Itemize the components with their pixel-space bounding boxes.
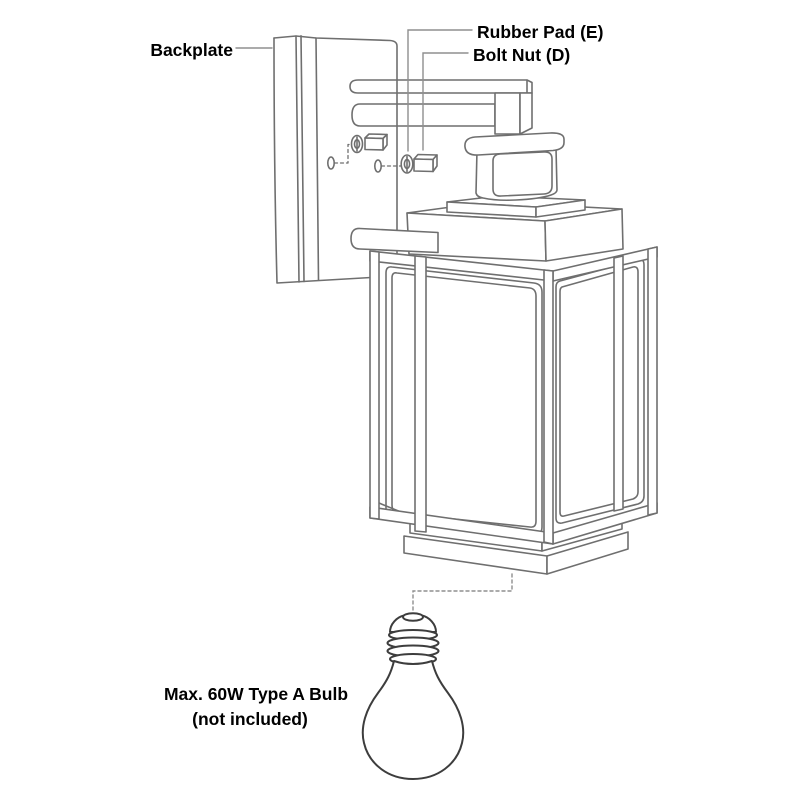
label-bolt-nut: Bolt Nut (D) <box>473 45 570 65</box>
arm-bar <box>349 79 533 94</box>
post-front-face <box>494 92 521 135</box>
cage-post-front-corner <box>543 269 554 545</box>
hardware-alignment-dashes <box>333 143 402 167</box>
post-side-face <box>519 92 533 135</box>
cage-bar-right-mid <box>613 255 624 512</box>
bulb-tip <box>402 612 424 622</box>
mounting-arm-bottom <box>350 227 439 254</box>
bulb-leader-line <box>412 573 513 611</box>
rubber-pad-drawing <box>350 134 414 174</box>
label-bulb-note-line2: (not included) <box>192 709 308 729</box>
label-bulb-note-line1: Max. 60W Type A Bulb <box>164 684 348 704</box>
roof-side-face <box>544 208 624 262</box>
rubber-pad-leader-line <box>407 29 473 152</box>
mounting-post <box>494 92 533 135</box>
arm-bar <box>351 103 496 127</box>
sensor-cylinder <box>475 147 558 202</box>
base-slab-side <box>546 531 629 575</box>
sensor-plinth <box>446 195 586 218</box>
plinth-side-face <box>535 199 586 218</box>
sensor-collar <box>464 132 565 156</box>
glass-panel-right <box>555 258 645 524</box>
backplate-drawing <box>273 35 398 284</box>
label-backplate: Backplate <box>150 40 233 60</box>
bulb-drawing <box>361 612 465 780</box>
backplate-top-right-edge <box>273 35 398 259</box>
label-rubber-pad: Rubber Pad (E) <box>477 22 603 42</box>
dashed-connector <box>333 143 353 164</box>
glass-inner-frame <box>559 266 639 517</box>
bulb-globe <box>361 660 465 780</box>
cage-post-right <box>647 246 658 516</box>
mounting-hole <box>373 159 382 173</box>
cage-post-left <box>369 250 380 520</box>
backplate-bevel-line <box>300 35 305 283</box>
sensor-head <box>464 132 565 202</box>
mounting-arm-middle <box>351 103 496 127</box>
glass-panel-front <box>385 266 543 535</box>
bolt-nut-front <box>413 158 434 173</box>
bolt-nut-leader-line <box>422 52 469 151</box>
backplate-bevel-line <box>315 37 320 281</box>
cage-bar-front-mid <box>414 255 427 533</box>
glass-outer-frame <box>385 266 543 535</box>
cage-frame <box>369 246 658 545</box>
backplate-bevel-line <box>295 35 300 283</box>
bolt-nut-front <box>364 137 384 151</box>
mounting-hole <box>326 156 335 170</box>
sensor-window <box>492 151 553 197</box>
bolt-nut-drawing <box>364 133 438 173</box>
glass-outer-frame <box>555 258 645 524</box>
leader-lines <box>235 29 513 611</box>
fixture-drawing <box>273 35 658 575</box>
backplate-left-bottom-edge <box>273 37 372 284</box>
diagram-labels: Backplate Rubber Pad (E) Bolt Nut (D) Ma… <box>150 22 603 729</box>
glass-inner-frame <box>391 272 537 528</box>
arm-bar <box>350 227 439 254</box>
mounting-arm-top <box>349 79 533 94</box>
